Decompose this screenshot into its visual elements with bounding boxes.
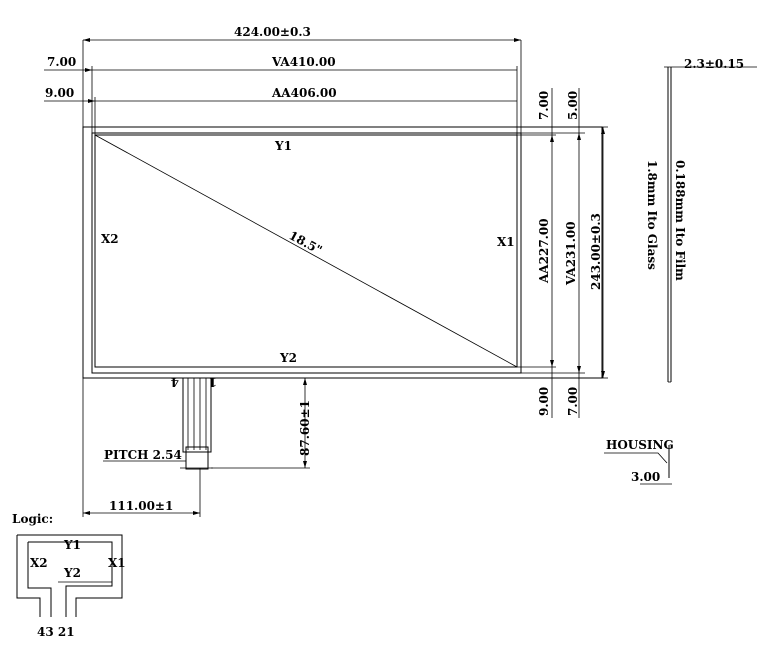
y2-label: Y2 xyxy=(279,351,297,365)
va-outline xyxy=(91,132,522,374)
x2-label: X2 xyxy=(101,232,119,246)
housing-leader xyxy=(604,452,668,464)
pitch-label: PITCH 2.54 xyxy=(104,448,182,462)
bottom-aa-offset-label: 9.00 xyxy=(537,387,551,416)
diagonal-label: 18.5" xyxy=(287,228,325,257)
tail-length-label: 87.60±1 xyxy=(298,400,312,456)
bottom-va-offset-label: 7.00 xyxy=(566,387,580,416)
aa-width-label: AA406.00 xyxy=(271,86,337,100)
left-aa-offset-label: 9.00 xyxy=(45,86,74,100)
tail-position-label: 111.00±1 xyxy=(109,499,173,513)
top-aa-offset-label: 7.00 xyxy=(537,91,551,120)
left-va-offset-label: 7.00 xyxy=(47,55,76,69)
aa-height-label: AA227.00 xyxy=(537,218,551,284)
logic-y1-label: Y1 xyxy=(63,538,81,552)
y1-label: Y1 xyxy=(274,139,292,153)
overall-width-label: 424.00±0.3 xyxy=(234,25,311,39)
logic-outline xyxy=(17,534,123,617)
pin-1-label: 1 xyxy=(209,375,217,389)
housing-value-label: 3.00 xyxy=(631,470,660,484)
thickness-label: 2.3±0.15 xyxy=(684,57,744,71)
logic-y2-label: Y2 xyxy=(63,566,81,580)
logic-pin-labels: 43 21 xyxy=(37,625,75,639)
logic-x2-label: X2 xyxy=(30,556,48,570)
logic-x1-label: X1 xyxy=(108,556,126,570)
ito-glass-label: 1.8mm Ito Glass xyxy=(645,160,659,270)
va-height-label: VA231.00 xyxy=(564,221,578,286)
aa-outline xyxy=(94,134,518,368)
outer-glass-outline xyxy=(82,126,603,379)
fpc-connector xyxy=(185,446,209,470)
housing-label: HOUSING xyxy=(606,438,674,452)
ito-film-label: 0.188mm Ito Film xyxy=(673,160,687,281)
overall-height-label: 243.00±0.3 xyxy=(589,213,603,290)
va-width-label: VA410.00 xyxy=(271,55,336,69)
top-va-offset-label: 5.00 xyxy=(566,91,580,120)
x1-label: X1 xyxy=(497,235,515,249)
pin-4-label: 4 xyxy=(171,375,179,389)
fpc-tail xyxy=(182,377,212,453)
logic-title: Logic: xyxy=(12,512,53,526)
diagonal-line xyxy=(94,134,518,368)
